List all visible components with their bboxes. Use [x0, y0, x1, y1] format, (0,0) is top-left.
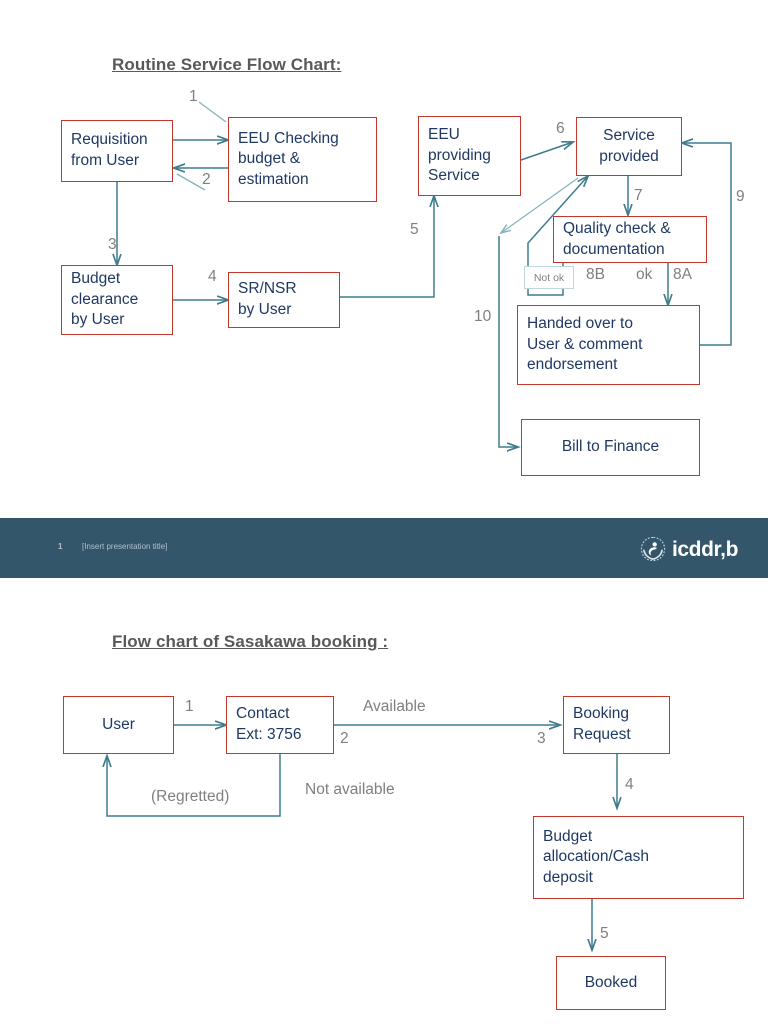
- node-eeu-checking[interactable]: EEU Checking budget & estimation: [228, 117, 377, 202]
- node-user[interactable]: User: [63, 696, 174, 754]
- chart1-title: Routine Service Flow Chart:: [112, 55, 342, 74]
- node-service-provided-line2: provided: [599, 147, 659, 165]
- condition-label-not-available: Not available: [305, 781, 395, 798]
- node-budget-clearance-line2: clearance: [71, 290, 139, 308]
- condition-label-not-ok: Not ok: [524, 266, 574, 289]
- node-booking-request[interactable]: Booking Request: [563, 696, 670, 754]
- node-booking-request-line1: Booking: [573, 705, 630, 723]
- footer-slide-number: 1: [58, 542, 63, 551]
- step-label-b2: 2: [340, 730, 349, 747]
- step-label-b4: 4: [625, 776, 634, 793]
- node-contact-line2: Ext: 3756: [236, 726, 302, 743]
- step-label-6: 6: [556, 120, 565, 137]
- node-contact-line1: Contact: [236, 705, 290, 723]
- node-requisition-line1: Requisition: [71, 131, 148, 149]
- node-eeu-providing-line2: providing: [428, 146, 491, 164]
- node-sr-nsr-line1: SR/NSR: [238, 280, 297, 298]
- node-quality-check-line1: Quality check &: [563, 219, 671, 237]
- node-quality-check[interactable]: Quality check & documentation: [553, 216, 707, 263]
- footer-presentation-title: [Insert presentation title]: [82, 542, 168, 551]
- node-eeu-providing-line1: EEU: [428, 126, 460, 144]
- step-label-7: 7: [634, 187, 643, 204]
- step-label-3: 3: [108, 236, 117, 253]
- node-service-provided[interactable]: Service provided: [576, 117, 682, 176]
- step-label-1: 1: [189, 88, 198, 105]
- chart2-title: Flow chart of Sasakawa booking :: [112, 632, 389, 651]
- node-budget-clearance[interactable]: Budget clearance by User: [61, 265, 173, 335]
- node-budget-clearance-line3: by User: [71, 311, 125, 329]
- node-handed-over-line1: Handed over to: [527, 315, 633, 333]
- node-eeu-checking-line2: budget &: [238, 150, 301, 168]
- node-booked[interactable]: Booked: [556, 956, 666, 1010]
- step-label-b5: 5: [600, 925, 609, 942]
- condition-label-available: Available: [363, 698, 426, 715]
- step-label-10: 10: [474, 308, 492, 325]
- node-sr-nsr-line2: by User: [238, 301, 292, 318]
- brand-text: icddr,b: [671, 537, 738, 561]
- condition-label-ok: ok: [636, 266, 653, 283]
- node-budget-clearance-line1: Budget: [71, 270, 121, 288]
- node-booking-request-line2: Request: [573, 726, 631, 743]
- node-budget-allocation[interactable]: Budget allocation/Cash deposit: [533, 816, 744, 899]
- node-bill-to-finance[interactable]: Bill to Finance: [521, 419, 700, 476]
- step-label-b3: 3: [537, 730, 546, 747]
- step-label-4: 4: [208, 268, 217, 285]
- node-booked-line1: Booked: [584, 973, 638, 991]
- node-eeu-checking-line3: estimation: [238, 170, 309, 188]
- node-sr-nsr[interactable]: SR/NSR by User: [228, 272, 340, 328]
- step-label-2: 2: [202, 171, 211, 188]
- node-eeu-providing[interactable]: EEU providing Service: [418, 116, 521, 196]
- node-eeu-providing-line3: Service: [428, 167, 480, 185]
- node-quality-check-line2: documentation: [563, 240, 665, 258]
- brand-logo: icddr,b: [639, 533, 738, 565]
- step-label-8a: 8A: [673, 266, 692, 283]
- step-label-8b: 8B: [586, 266, 605, 283]
- step-label-9: 9: [736, 188, 745, 205]
- node-eeu-checking-line1: EEU Checking: [238, 129, 339, 147]
- node-budget-allocation-line1: Budget: [543, 827, 593, 845]
- node-contact[interactable]: Contact Ext: 3756: [226, 696, 334, 754]
- step-label-5: 5: [410, 221, 419, 238]
- footer-band: [0, 518, 768, 578]
- node-service-provided-line1: Service: [603, 126, 655, 144]
- node-budget-allocation-line3: deposit: [543, 868, 593, 886]
- node-requisition-line2: from User: [71, 152, 140, 169]
- node-budget-allocation-line2: allocation/Cash: [543, 848, 649, 866]
- node-handed-over[interactable]: Handed over to User & comment endorsemen…: [517, 305, 700, 385]
- condition-label-regretted: (Regretted): [151, 788, 230, 805]
- node-user-line1: User: [102, 715, 135, 733]
- step-label-b1: 1: [185, 698, 194, 715]
- node-requisition[interactable]: Requisition from User: [61, 120, 173, 182]
- node-bill-to-finance-line1: Bill to Finance: [561, 438, 660, 456]
- node-handed-over-line3: endorsement: [527, 356, 618, 374]
- icddrb-emblem-icon: [640, 536, 666, 562]
- node-handed-over-line2: User & comment: [527, 335, 643, 353]
